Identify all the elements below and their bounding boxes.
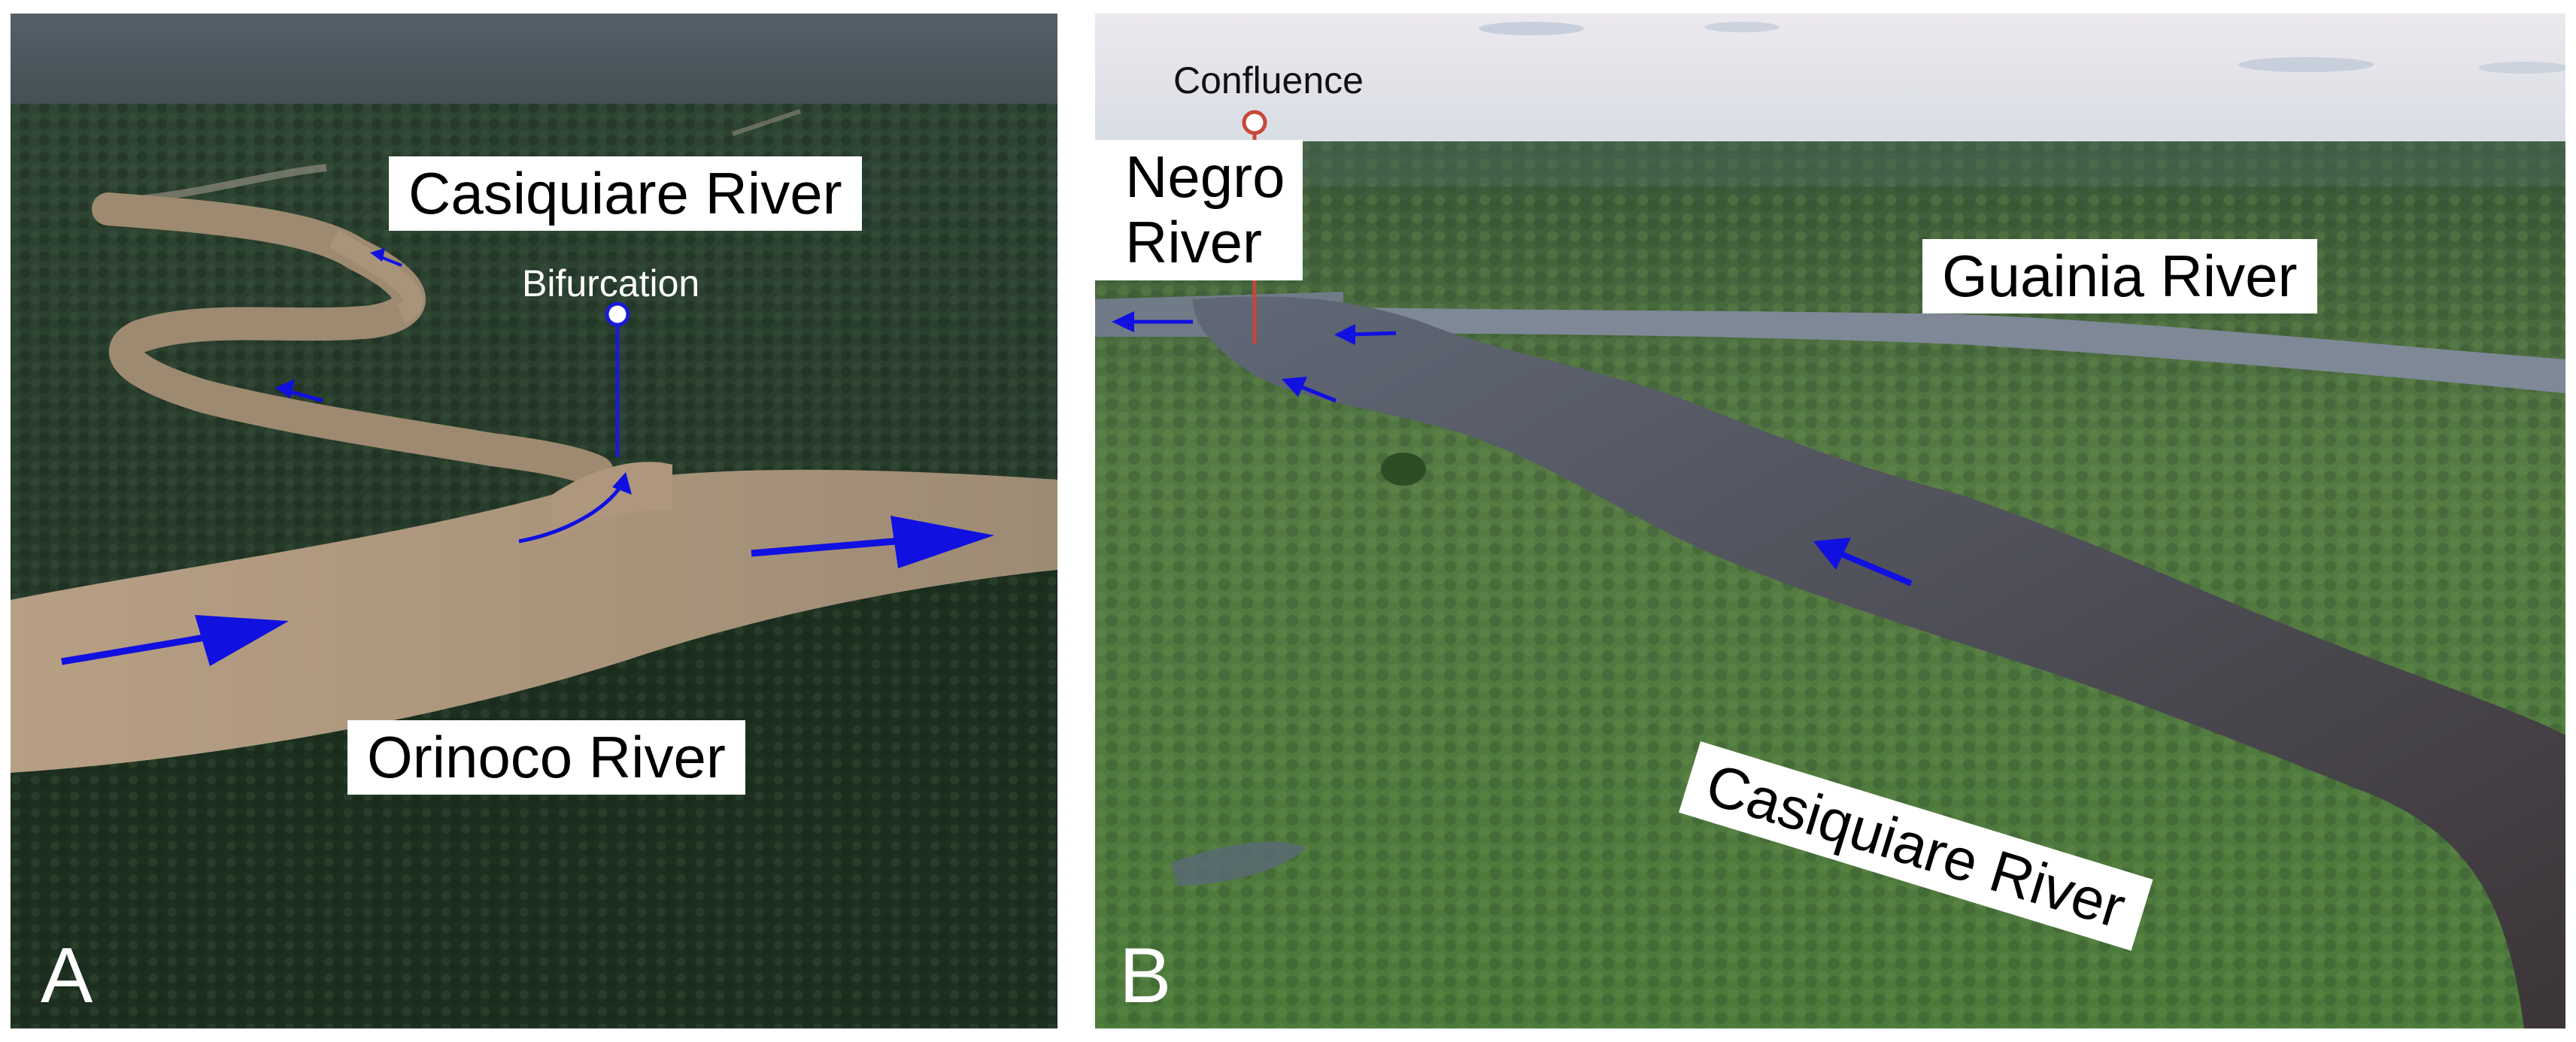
panel-letter-b: B [1119, 932, 1172, 1019]
guainia-river-label: Guainia River [1922, 239, 2317, 314]
aerial-photo-orinoco [11, 14, 1057, 1028]
casiquiare-river-label: Casiquiare River [389, 156, 862, 232]
confluence-label: Confluence [1173, 59, 1364, 101]
photo-panel-b: Negro River Guainia River Casiquiare Riv… [1095, 14, 2565, 1028]
flow-arrow-icon [61, 248, 994, 666]
orinoco-river-label: Orinoco River [347, 720, 745, 795]
panel-letter-a: A [41, 932, 93, 1019]
aerial-photo-negro-confluence [1095, 14, 2565, 1028]
photo-panel-a: Casiquiare River Orinoco River Bifurcati… [11, 14, 1057, 1028]
negro-river-label: Negro River [1095, 140, 1303, 280]
bifurcation-label: Bifurcation [522, 262, 700, 304]
bifurcation-marker-icon [605, 301, 630, 457]
flow-arrow-icon [1112, 311, 1913, 586]
